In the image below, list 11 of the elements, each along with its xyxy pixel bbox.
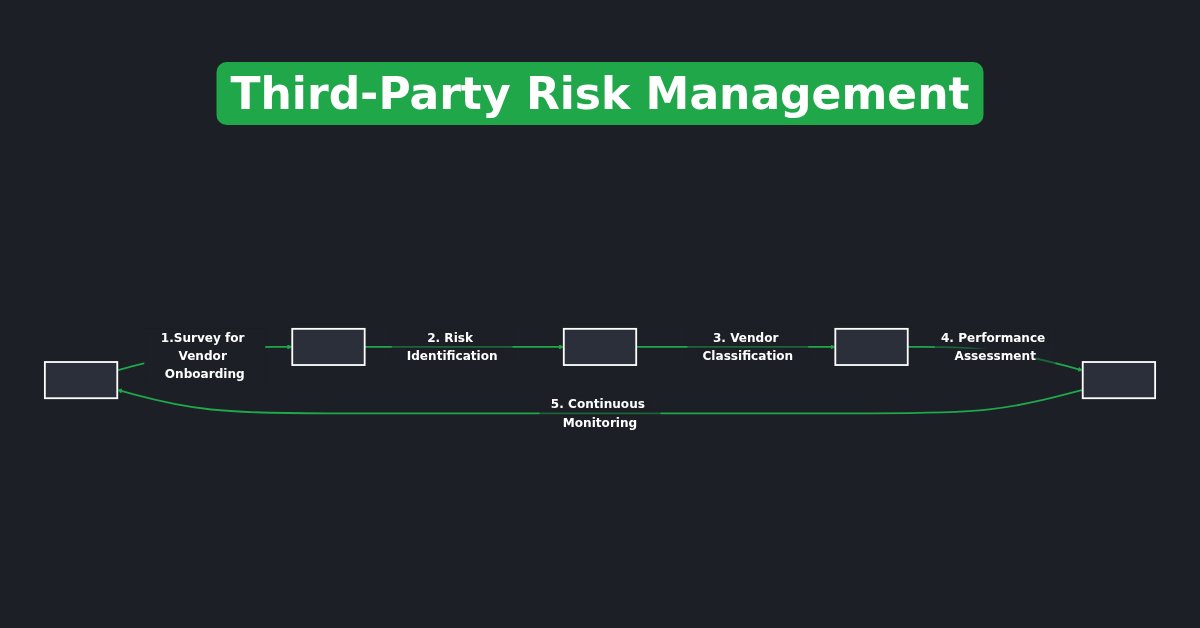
edge-label: 5. Continuous Monitoring [550,396,645,430]
edge-label: 3. Vendor Classification [702,330,794,364]
node-box [43,361,119,399]
edge-label: 4. Performance Assessment [940,330,1046,364]
node-box [562,327,638,366]
node-box [1081,361,1157,399]
edge-label: 1.Survey for Vendor Onboarding [160,330,245,382]
node-box [834,327,909,366]
title-banner: Third-Party Risk Management [216,62,984,125]
edge-label: 2. Risk Identification [406,330,498,364]
node-box [291,327,366,366]
